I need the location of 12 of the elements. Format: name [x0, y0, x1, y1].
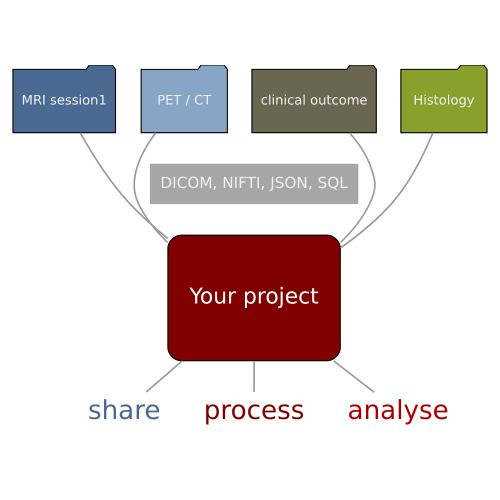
connector	[253, 360, 255, 392]
connector	[133, 132, 168, 243]
node-text: analyse	[348, 395, 449, 426]
node-box: Your project	[167, 234, 341, 361]
connector	[80, 132, 168, 239]
node-text: process	[204, 395, 304, 426]
label: DICOM, NIFTI, JSON, SQL	[160, 173, 348, 192]
connector	[340, 132, 376, 243]
connector	[146, 360, 183, 392]
connector	[340, 132, 434, 248]
node-text: share	[88, 395, 161, 426]
connector	[333, 360, 375, 392]
